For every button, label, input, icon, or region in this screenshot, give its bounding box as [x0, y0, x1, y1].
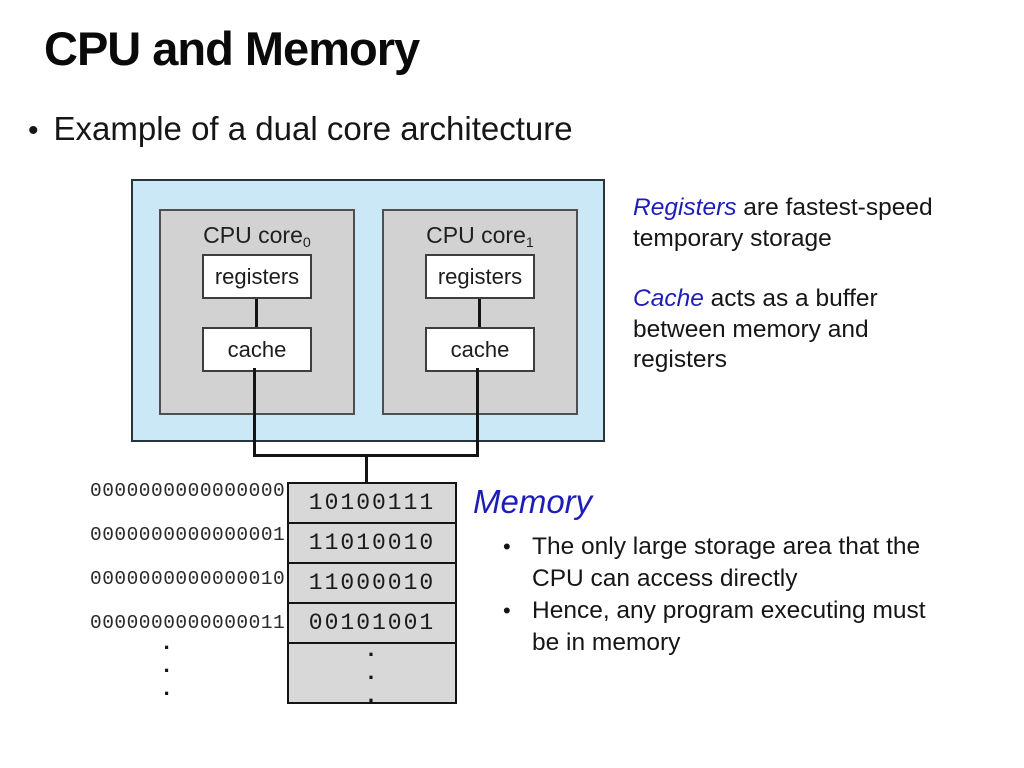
cpu-core-1-box: CPU core1 registers cache [382, 209, 578, 415]
cache-box-core1: cache [425, 327, 535, 372]
memory-cell-ellipsis: . . . [289, 639, 455, 708]
cpu-core-1-subscript: 1 [525, 234, 534, 251]
connector-cache1-bus [476, 368, 479, 457]
ellipsis-dot: . [364, 660, 380, 686]
memory-cell: 11010010 [289, 524, 455, 564]
ellipsis-dot: . [364, 637, 380, 663]
ellipsis-dot: . [160, 654, 174, 679]
cpu-core-0-box: CPU core0 registers cache [159, 209, 355, 415]
memory-bullet-2-text: Hence, any program executing must be in … [532, 595, 926, 659]
cache-note-rest: acts as a buffer [703, 285, 878, 312]
memory-bullet-2: • Hence, any program executing must be i… [503, 595, 926, 659]
connector-cache0-bus [253, 368, 256, 457]
memory-bullet-1-line1: The only large storage area that the [532, 533, 921, 560]
registers-note: Registers are fastest-speed temporary st… [633, 193, 933, 254]
side-notes: Registers are fastest-speed temporary st… [633, 193, 933, 406]
memory-cell: 10100111 [289, 484, 455, 524]
registers-note-line1: Registers are fastest-speed [633, 193, 933, 224]
ellipsis-dot: . [364, 683, 380, 709]
registers-term: Registers [633, 194, 737, 221]
cache-note: Cache acts as a buffer between memory an… [633, 284, 933, 376]
memory-bullet-2-line2: be in memory [532, 629, 681, 656]
registers-note-rest: are fastest-speed [736, 194, 933, 221]
connector-registers-cache-core1 [478, 299, 481, 327]
memory-address: 0000000000000001 [90, 524, 286, 546]
memory-cell: 11000010 [289, 564, 455, 604]
memory-bullet-1-line2: CPU can access directly [532, 565, 798, 592]
memory-cell: 00101001 [289, 604, 455, 644]
top-bullet-text: Example of a dual core architecture [53, 110, 573, 147]
bullet-marker: • [28, 114, 39, 147]
memory-address: 0000000000000011 [90, 612, 286, 634]
registers-note-line2: temporary storage [633, 224, 832, 252]
memory-address: 0000000000000010 [90, 568, 286, 590]
cache-box-core0: cache [202, 327, 312, 372]
memory-bullets: • The only large storage area that the C… [503, 531, 926, 659]
memory-bullet-2-line1: Hence, any program executing must [532, 597, 926, 624]
registers-box-core0: registers [202, 254, 312, 299]
connector-bus-memory [365, 454, 368, 483]
cpu-core-1-name: CPU core [426, 222, 526, 248]
cpu-core-0-label: CPU core0 [161, 222, 353, 251]
memory-ellipsis: . . . [364, 639, 379, 708]
memory-bullet-1: • The only large storage area that the C… [503, 531, 926, 595]
ellipsis-dot: . [160, 677, 174, 702]
memory-bullet-1-text: The only large storage area that the CPU… [532, 531, 920, 595]
cpu-core-0-subscript: 0 [302, 234, 311, 251]
cache-note-line2: between memory and [633, 315, 869, 343]
cpu-core-0-name: CPU core [203, 222, 303, 248]
ellipsis-dot: . [160, 631, 174, 656]
page-title: CPU and Memory [44, 22, 420, 75]
memory-heading: Memory [473, 483, 593, 520]
cpu-core-1-label: CPU core1 [384, 222, 576, 251]
cpu-diagram-box: CPU core0 registers cache CPU core1 regi… [131, 179, 605, 442]
connector-registers-cache-core0 [255, 299, 258, 327]
bullet-marker: • [503, 598, 511, 623]
registers-box-core1: registers [425, 254, 535, 299]
memory-address: 0000000000000000 [90, 480, 286, 502]
memory-stack: 10100111 11010010 11000010 00101001 . . … [287, 482, 457, 708]
cache-term: Cache [633, 285, 704, 312]
memory-address-column: 0000000000000000 0000000000000001 000000… [90, 469, 285, 645]
address-ellipsis: . . . [160, 632, 173, 701]
bullet-marker: • [503, 534, 511, 559]
cache-note-line3: registers [633, 346, 727, 373]
cache-note-line1: Cache acts as a buffer [633, 284, 933, 315]
top-bullet-line: • Example of a dual core architecture [28, 110, 573, 148]
